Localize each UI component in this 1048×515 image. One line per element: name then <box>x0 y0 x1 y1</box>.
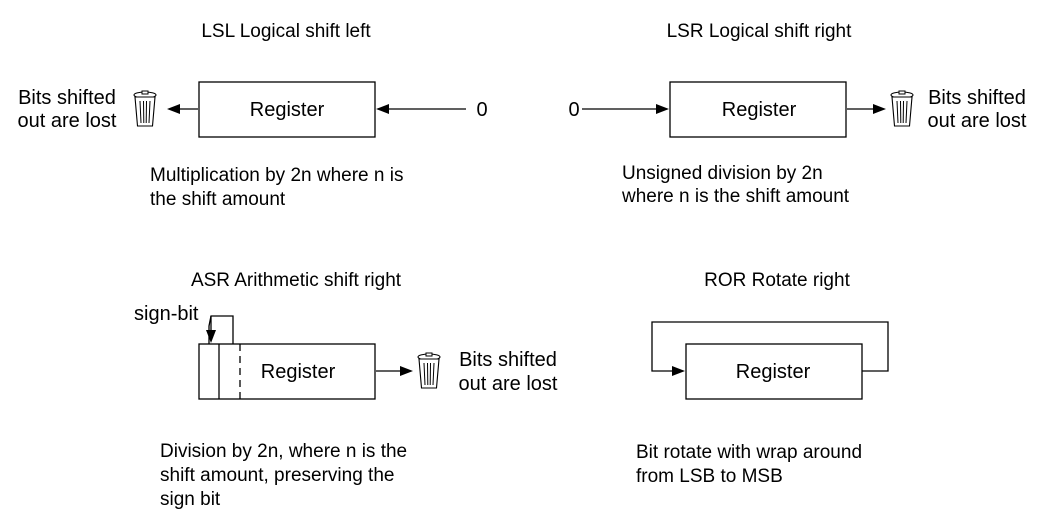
lsr-register-box <box>669 81 847 138</box>
asr-title: ASR Arithmetic shift right <box>191 270 402 291</box>
lsr-lost-line1: Bits shifted <box>928 87 1026 109</box>
lsl-output-arrow <box>167 104 198 114</box>
lsr-title: LSR Logical shift right <box>667 21 853 42</box>
lsl-register-box <box>198 81 376 138</box>
lsl-desc-line2: the shift amount <box>150 189 286 210</box>
asr-register-box <box>198 343 376 400</box>
lsl-register-label: Register <box>250 99 325 121</box>
asr-lost-line1: Bits shifted <box>459 349 557 371</box>
asr-lost-line2: out are lost <box>459 373 558 395</box>
lsr-input-zero: 0 <box>568 99 579 121</box>
lsr-panel: LSR Logical shift right Register 0 Bits … <box>568 21 1026 207</box>
lsl-title: LSL Logical shift left <box>201 21 371 42</box>
ror-title: ROR Rotate right <box>704 270 850 291</box>
lsr-register-label: Register <box>722 99 797 121</box>
ror-wrap-arrow <box>651 321 889 376</box>
lsr-lost-line2: out are lost <box>928 110 1027 132</box>
asr-panel: ASR Arithmetic shift right sign-bit Regi… <box>134 270 558 510</box>
asr-desc-line1: Division by 2n, where n is the <box>160 441 407 462</box>
asr-desc-line2: shift amount, preserving the <box>160 465 394 486</box>
trash-bin-icon <box>890 90 914 127</box>
asr-sign-bit-loop <box>206 315 234 344</box>
asr-output-arrow <box>376 366 413 376</box>
lsl-panel: LSL Logical shift left Register 0 Bits s… <box>18 21 488 210</box>
lsl-desc-line1: Multiplication by 2n where n is <box>150 165 403 186</box>
lsr-desc-line1: Unsigned division by 2n <box>622 163 823 184</box>
lsl-input-zero: 0 <box>476 99 487 121</box>
lsl-lost-line1: Bits shifted <box>18 87 116 109</box>
ror-register-box <box>685 343 863 400</box>
asr-register-label: Register <box>261 361 336 383</box>
lsl-input-arrow <box>376 104 466 114</box>
ror-desc-line1: Bit rotate with wrap around <box>636 442 862 463</box>
trash-bin-icon <box>417 352 441 389</box>
ror-register-label: Register <box>736 361 811 383</box>
asr-sign-bit-label: sign-bit <box>134 303 199 325</box>
lsl-lost-line2: out are lost <box>18 110 117 132</box>
lsr-output-arrow <box>847 104 886 114</box>
lsr-input-arrow <box>582 104 669 114</box>
ror-panel: ROR Rotate right Register Bit rotate wit… <box>636 270 889 487</box>
ror-desc-line2: from LSB to MSB <box>636 466 783 487</box>
trash-bin-icon <box>133 90 157 127</box>
asr-desc-line3: sign bit <box>160 489 221 510</box>
lsr-desc-line2: where n is the shift amount <box>621 186 850 207</box>
